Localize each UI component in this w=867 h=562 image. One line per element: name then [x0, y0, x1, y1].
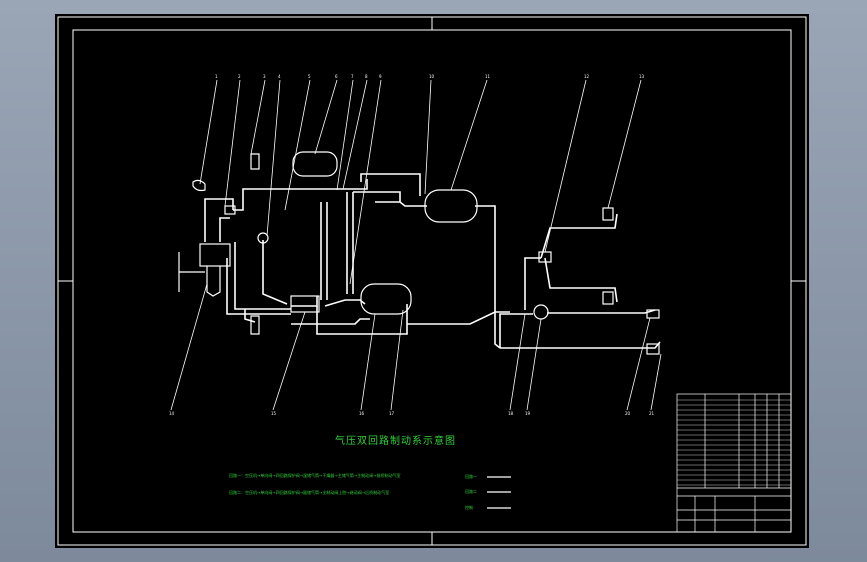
callout-bottom-20: 20 [625, 411, 631, 416]
main-tank [424, 189, 478, 223]
relay-valve [533, 304, 549, 320]
callout-top-8: 8 [365, 74, 368, 79]
rear-chamber-bottom [602, 291, 614, 305]
title-block-rows [677, 399, 791, 486]
four-circuit-valve [290, 295, 320, 313]
compressor-body [206, 266, 221, 297]
callout-top-12: 12 [584, 74, 590, 79]
front-chamber-bottom [250, 315, 260, 335]
diagram-title: 气压双回路制动系示意图 [335, 436, 456, 447]
compressor [199, 243, 231, 267]
callout-top-5: 5 [308, 74, 311, 79]
inner-border [72, 29, 792, 533]
callout-top-1: 1 [215, 74, 218, 79]
secondary-tank [360, 283, 412, 315]
callout-bottom-18: 18 [508, 411, 514, 416]
legend-key-1: 回路一 [465, 474, 477, 479]
callout-top-7: 7 [351, 74, 354, 79]
outer-border [57, 16, 807, 546]
rear-chamber-top [602, 207, 614, 221]
schematic-svg [57, 16, 807, 546]
callout-top-13: 13 [639, 74, 645, 79]
callout-bottom-14: 14 [169, 411, 175, 416]
legend-circuit-2: 回路二：空压机→单向阀→四回路保护阀→副储气筒→主制动阀上腔→继动阀→后桥制动气… [229, 490, 390, 495]
pressure-gauge [257, 232, 269, 244]
callout-top-11: 11 [485, 74, 491, 79]
pipe-network [204, 173, 661, 349]
callout-top-10: 10 [429, 74, 435, 79]
legend-lines [487, 476, 511, 509]
unloader-valve [224, 205, 236, 215]
quick-release-valve [646, 309, 660, 319]
callout-top-4: 4 [278, 74, 281, 79]
legend-circuit-1: 回路一：空压机→单向阀→四回路保护阀→湿储气筒→干燥器→主储气筒→主制动阀→前桥… [229, 473, 401, 478]
leaders-top [199, 79, 642, 285]
leaders-bottom [170, 283, 662, 411]
legend-key-3: 控制 [465, 505, 473, 510]
callout-bottom-16: 16 [359, 411, 365, 416]
front-chamber-top [250, 153, 260, 170]
governor [192, 179, 206, 192]
callout-bottom-21: 21 [649, 411, 655, 416]
callout-top-6: 6 [335, 74, 338, 79]
trailer-valve [646, 343, 660, 355]
callout-top-3: 3 [263, 74, 266, 79]
callout-bottom-15: 15 [271, 411, 277, 416]
legend-key-2: 回路二 [465, 489, 477, 494]
callout-top-2: 2 [238, 74, 241, 79]
wet-tank [292, 151, 338, 177]
callout-bottom-19: 19 [525, 411, 531, 416]
callout-bottom-17: 17 [389, 411, 395, 416]
title-block [676, 393, 792, 533]
callout-top-9: 9 [379, 74, 382, 79]
